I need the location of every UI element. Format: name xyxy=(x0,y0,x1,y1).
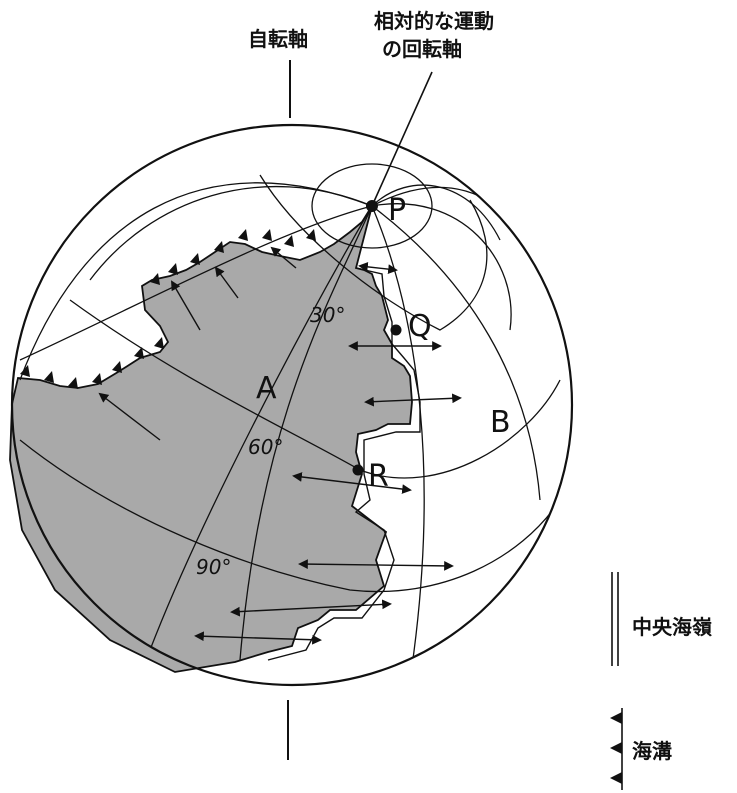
angle-60-label: 60° xyxy=(248,435,283,459)
globe-outline xyxy=(10,123,574,687)
pole-p-dot xyxy=(366,200,378,212)
great-circle-6 xyxy=(89,186,373,281)
rotation-axis-label: 自転軸 xyxy=(248,27,308,51)
great-circle-3 xyxy=(371,205,425,681)
pole-p-label: P xyxy=(388,193,406,228)
trench-teeth xyxy=(20,229,316,389)
relative-axis-label-2: の回転軸 xyxy=(382,37,462,61)
angle-30-label: 30° xyxy=(310,303,345,327)
angle-90-label: 90° xyxy=(196,555,231,579)
great-circle-2 xyxy=(149,205,373,651)
legend-trench-label: 海溝 xyxy=(632,739,672,763)
great-circle-1 xyxy=(239,205,373,661)
trench-arc xyxy=(19,205,373,361)
point-q-label: Q xyxy=(408,309,432,344)
plate-a xyxy=(9,205,413,673)
great-circle-4 xyxy=(371,205,541,501)
legend-trench-tooth-3 xyxy=(610,772,622,784)
point-r-dot xyxy=(352,464,364,476)
legend-trench-tooth-1 xyxy=(610,712,622,724)
motion-arrows xyxy=(98,246,462,645)
circle-near-pole xyxy=(311,163,433,249)
small-circle-30 xyxy=(259,174,488,331)
great-circle-9 xyxy=(371,184,501,241)
legend-ridge-label: 中央海嶺 xyxy=(632,615,712,639)
legend-trench-tooth-2 xyxy=(610,742,622,754)
point-r-label: R xyxy=(368,459,389,494)
relative-axis-label-1: 相対的な運動 xyxy=(374,9,494,33)
small-circle-90 xyxy=(19,439,561,593)
great-circle-8 xyxy=(371,203,512,331)
plate-b-label: B xyxy=(490,405,511,440)
relative-motion-axis xyxy=(371,71,433,207)
plate-a-label: A xyxy=(256,371,277,406)
point-q-dot xyxy=(390,324,402,336)
legend: 中央海嶺 海溝 xyxy=(610,572,712,790)
great-circle-5 xyxy=(19,182,373,381)
